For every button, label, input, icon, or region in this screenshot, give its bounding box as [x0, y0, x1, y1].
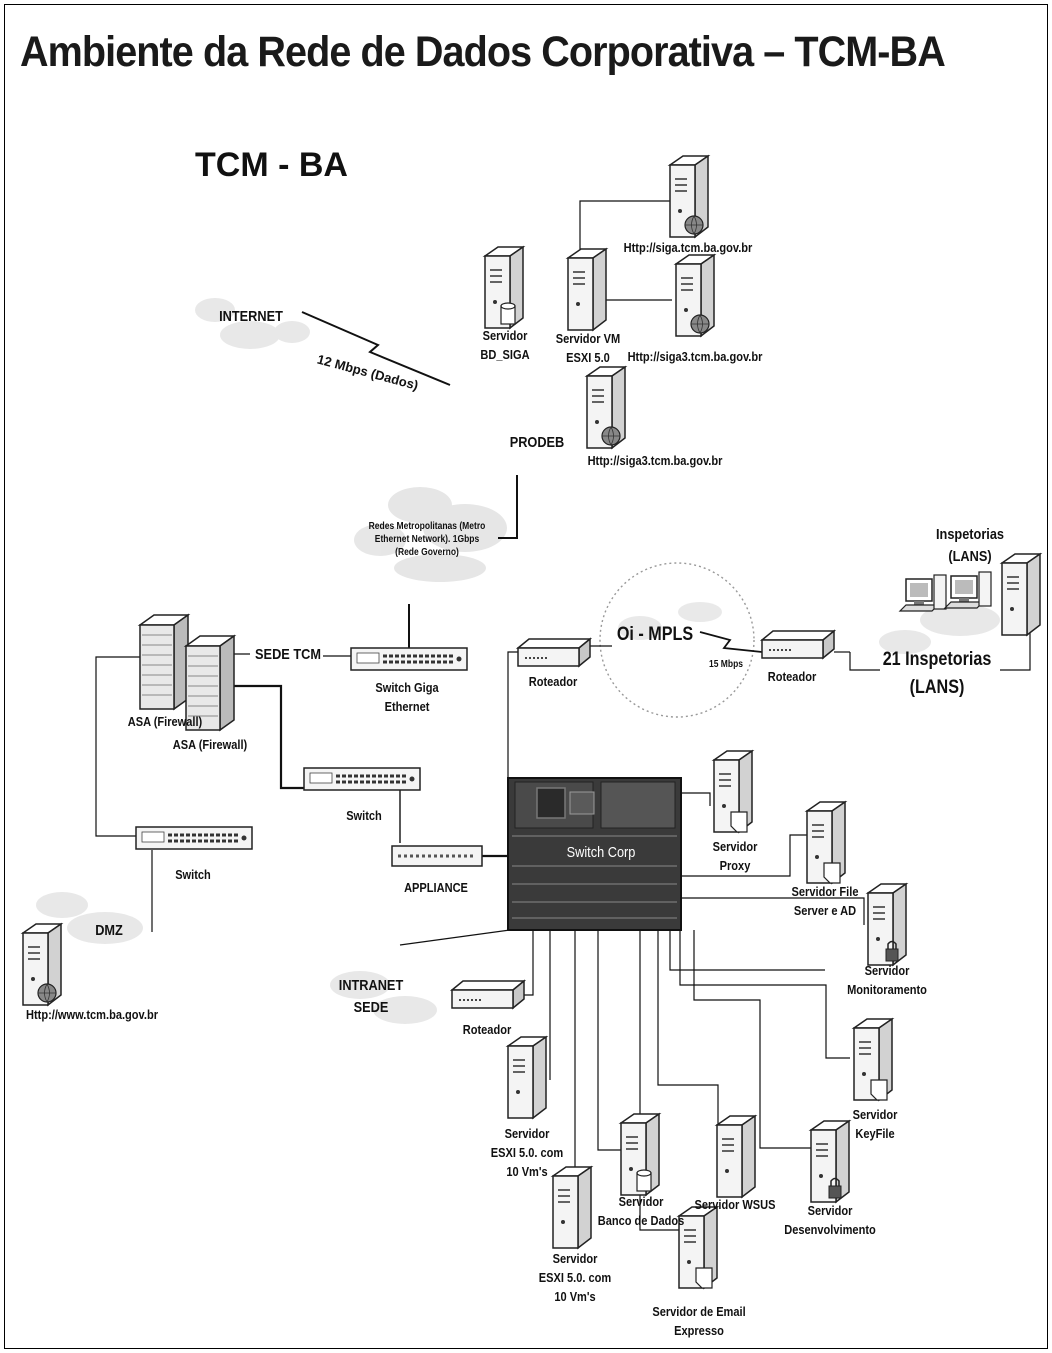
server-email-icon	[679, 1207, 717, 1288]
link-internet-bolt	[301, 311, 451, 386]
inspetoria-pc-icon	[899, 574, 947, 612]
connection-lines	[95, 200, 1031, 1231]
web-server-siga-icon	[670, 156, 708, 237]
server-keyfile-icon	[854, 1019, 892, 1100]
cloud-intranet-sede	[330, 971, 437, 1024]
diagram-subtitle: TCM - BA	[195, 146, 348, 184]
label-servidor-vm: Servidor VM ESXI 5.0	[555, 331, 621, 365]
label-servidor-banco-de-dados: Servidor Banco de Dados	[597, 1194, 685, 1228]
label-servidor-file-server: Servidor File Server e AD	[791, 884, 859, 918]
cloud-redes-metropolitanas	[354, 487, 507, 582]
label-servidor-wsus: Servidor WSUS	[694, 1197, 776, 1212]
label-internet: INTERNET	[219, 308, 283, 325]
router-icon	[761, 630, 835, 659]
server-vm-esxi-icon	[567, 248, 607, 331]
label-dmz: DMZ	[95, 922, 123, 939]
appliance-icon	[391, 845, 483, 867]
label-asa-firewall: ASA (Firewall)	[127, 714, 203, 729]
switch-corp-chassis	[507, 777, 682, 931]
switch-giga-ethernet-icon	[349, 646, 469, 672]
server-monitoramento-icon	[868, 884, 906, 965]
firewall-asa-icon	[139, 614, 189, 710]
server-bd-siga-icon	[485, 247, 523, 328]
label-servidor-keyfile: Servidor KeyFile	[852, 1107, 898, 1141]
page-frame	[4, 4, 1048, 1349]
label-url-siga3-prodeb: Http://siga3.tcm.ba.gov.br	[587, 453, 723, 468]
label-switch-corp: Switch Corp	[566, 844, 636, 861]
label-21-inspetorias: 21 Inspetorias (LANS)	[882, 649, 992, 698]
label-asa-firewall: ASA (Firewall)	[172, 737, 248, 752]
label-url-tcm: Http://www.tcm.ba.gov.br	[26, 1007, 158, 1022]
web-server-siga3-icon	[676, 255, 714, 336]
server-file-ad-icon	[807, 802, 845, 883]
label-appliance: APPLIANCE	[404, 880, 468, 895]
label-servidor-monitoramento: Servidor Monitoramento	[847, 963, 927, 997]
label-servidor-email: Servidor de Email Expresso	[652, 1304, 746, 1338]
label-redes-metropolitanas: Redes Metropolitanas (Metro Ethernet Net…	[368, 521, 486, 558]
cloud-inspetorias	[879, 604, 1000, 654]
server-banco-de-dados-icon	[621, 1114, 659, 1195]
label-url-siga: Http://siga.tcm.ba.gov.br	[623, 240, 753, 255]
label-servidor-proxy: Servidor Proxy	[712, 839, 758, 873]
router-icon	[451, 980, 525, 1009]
label-oi-mpls: Oi - MPLS	[616, 624, 694, 645]
label-servidor-esxi: Servidor ESXI 5.0. com 10 Vm's	[490, 1126, 564, 1179]
label-intranet-sede: INTRANET SEDE	[338, 977, 404, 1016]
cloud-internet	[195, 298, 310, 349]
server-desenvolvimento-icon	[811, 1121, 849, 1202]
inspetoria-pc-icon	[944, 571, 992, 609]
label-roteador: Roteador	[528, 674, 578, 689]
inspetoria-server-icon	[1001, 553, 1041, 636]
label-roteador: Roteador	[462, 1022, 512, 1037]
label-switch: Switch	[346, 808, 382, 823]
cloud-dmz	[36, 892, 143, 944]
web-server-tcm-icon	[23, 924, 61, 1005]
label-url-siga3: Http://siga3.tcm.ba.gov.br	[627, 349, 763, 364]
label-switch: Switch	[175, 867, 211, 882]
label-link-mpls: 15 Mbps	[708, 659, 744, 670]
server-wsus-icon	[716, 1115, 756, 1198]
label-servidor-esxi: Servidor ESXI 5.0. com 10 Vm's	[538, 1251, 612, 1304]
server-proxy-icon	[714, 751, 752, 832]
label-sede-tcm: SEDE TCM	[255, 646, 321, 663]
label-servidor-bd-siga: Servidor BD_SIGA	[480, 328, 530, 362]
switch-icon	[134, 825, 254, 851]
web-server-siga3-prodeb-icon	[587, 367, 625, 448]
page-title: Ambiente da Rede de Dados Corporativa – …	[20, 28, 946, 76]
cloud-oi-mpls	[599, 562, 755, 718]
label-prodeb: PRODEB	[509, 434, 565, 451]
link-mpls-bolt	[699, 631, 763, 653]
server-esxi-icon	[507, 1036, 547, 1119]
switch-icon	[302, 766, 422, 792]
router-icon	[517, 638, 591, 667]
label-inspetorias: Inspetorias (LANS)	[935, 526, 1005, 565]
label-switch-giga: Switch Giga Ethernet	[375, 680, 439, 714]
label-servidor-desenvolvimento: Servidor Desenvolvimento	[784, 1203, 876, 1237]
label-roteador: Roteador	[767, 669, 817, 684]
